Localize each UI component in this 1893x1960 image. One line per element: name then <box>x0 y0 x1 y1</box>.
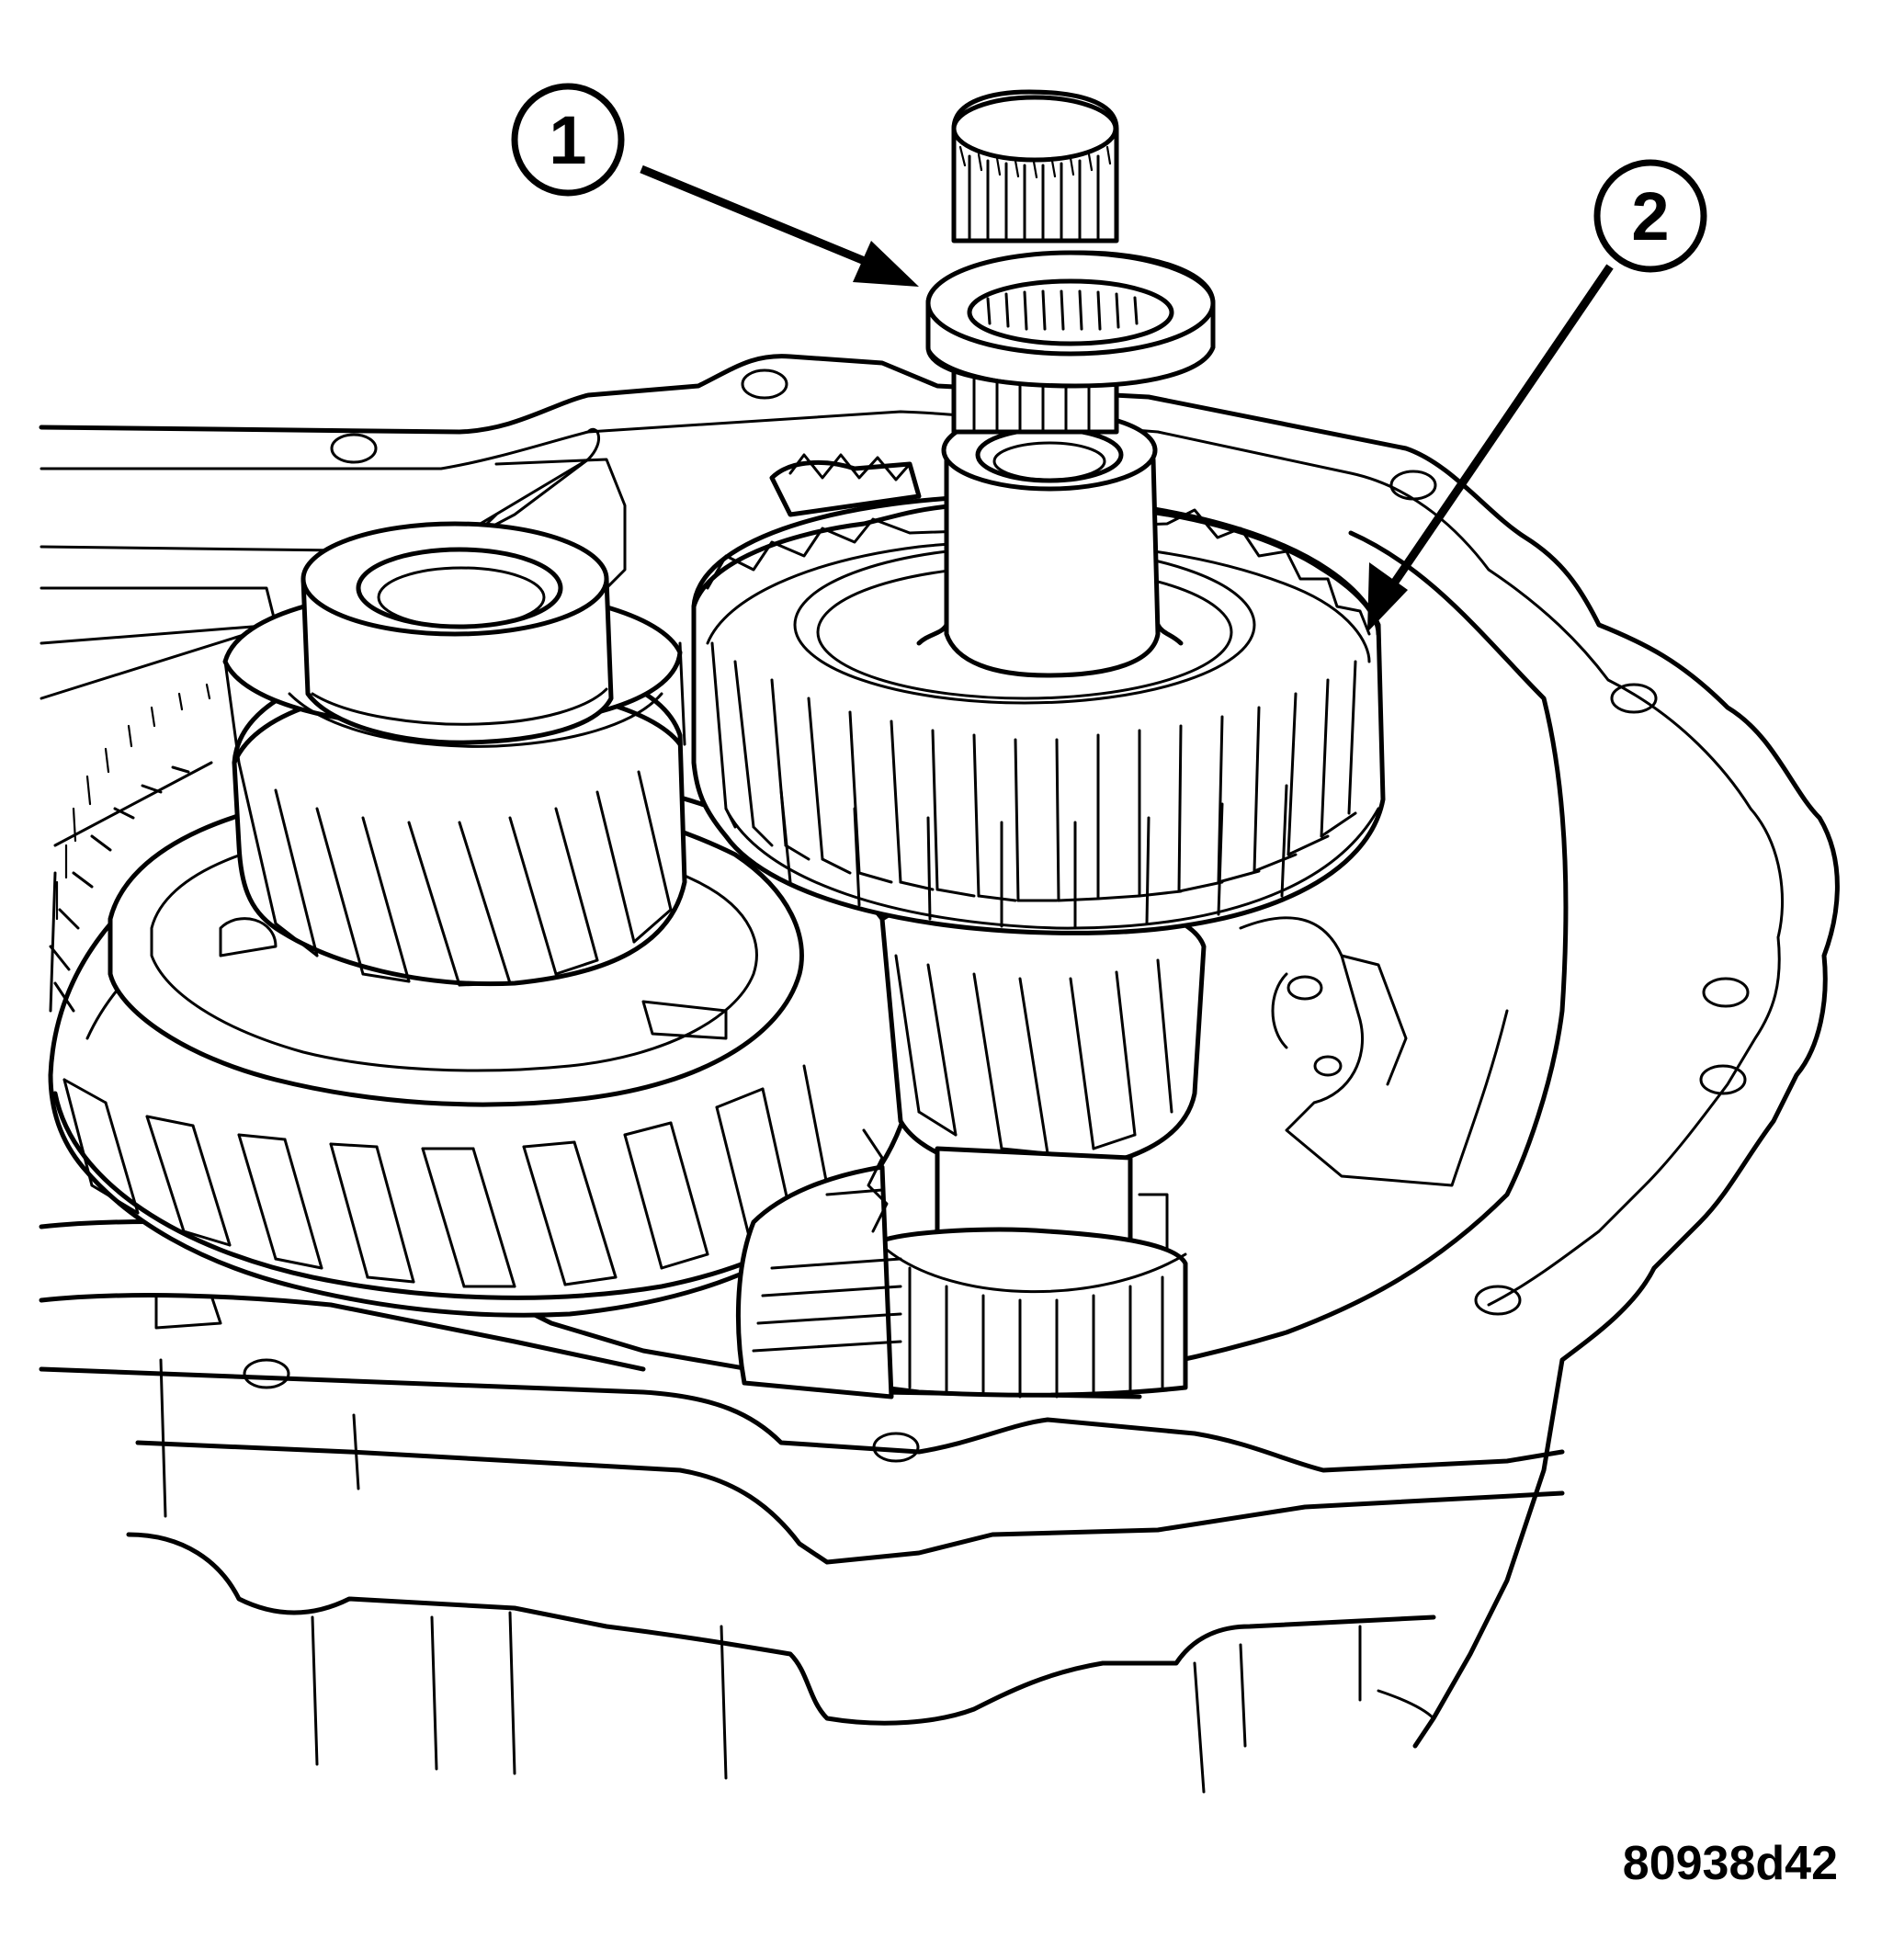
callout-2-number: 2 <box>1631 178 1669 255</box>
gear-teeth-front <box>710 641 1380 930</box>
output-shaft-gear <box>691 409 1386 935</box>
callout-1-leader <box>640 164 889 275</box>
bolt-holes <box>154 368 1750 1463</box>
callout-1: 1 <box>511 83 919 287</box>
callout-1-circle <box>511 83 625 197</box>
callout-2-leader <box>1384 264 1614 595</box>
callout-2-arrowhead <box>1367 562 1408 632</box>
callout-1-number: 1 <box>549 102 586 178</box>
callout-2: 2 <box>1367 159 1707 632</box>
large-gear-teeth <box>49 683 829 1288</box>
figure-id: 80938d42 <box>1623 1837 1838 1890</box>
thrust-washer <box>925 250 1216 389</box>
center-small-gears <box>735 892 1207 1399</box>
callout-2-circle <box>1593 159 1707 273</box>
callout-1-arrowhead <box>853 241 919 287</box>
left-helical-gear <box>222 521 687 987</box>
